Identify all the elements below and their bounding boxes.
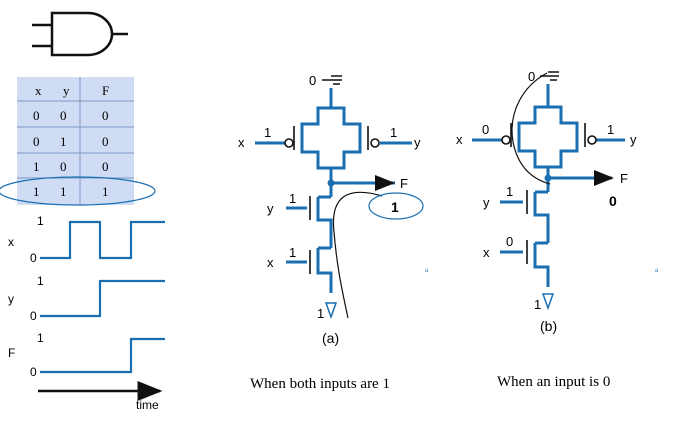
left-gate-label: x bbox=[456, 132, 463, 147]
stray-mark: a bbox=[655, 266, 659, 274]
table-cell: 1 bbox=[33, 159, 40, 174]
wave-y-low: 0 bbox=[30, 309, 37, 323]
ground-value: 1 bbox=[534, 297, 541, 312]
wave-x bbox=[40, 220, 165, 260]
table-cell: 0 bbox=[102, 108, 109, 123]
vdd-symbol bbox=[322, 75, 342, 85]
caption-a: When both inputs are 1 bbox=[250, 376, 390, 392]
table-cell: 0 bbox=[60, 108, 67, 123]
right-gate-value: 1 bbox=[390, 125, 397, 140]
ground-arrow bbox=[324, 302, 338, 320]
vdd-label: 0 bbox=[528, 69, 535, 84]
ground-value: 1 bbox=[317, 306, 324, 321]
nmos-top-value: 1 bbox=[506, 184, 513, 199]
and-gate-symbol bbox=[32, 11, 128, 57]
table-header-f: F bbox=[102, 83, 109, 98]
current-path bbox=[511, 72, 551, 185]
table-cell: 0 bbox=[33, 134, 40, 149]
nmos-top-label: y bbox=[483, 195, 490, 210]
nmos-top-value: 1 bbox=[289, 191, 296, 206]
table-cell: 0 bbox=[33, 108, 40, 123]
table-cell: 1 bbox=[60, 134, 67, 149]
wave-f bbox=[40, 337, 165, 374]
highlight-ellipse bbox=[0, 176, 156, 206]
nmos-bot-label: x bbox=[483, 245, 490, 260]
wave-f-low: 0 bbox=[30, 365, 37, 379]
ground-arrow bbox=[541, 293, 555, 311]
current-path bbox=[332, 191, 383, 319]
wave-x-name: x bbox=[8, 235, 14, 249]
caption-b: When an input is 0 bbox=[497, 374, 610, 390]
table-header-x: x bbox=[35, 83, 42, 98]
panel-label-b: (b) bbox=[540, 318, 557, 334]
nmos-bot-value: 1 bbox=[289, 245, 296, 260]
right-gate-label: y bbox=[414, 135, 421, 150]
wave-f-high: 1 bbox=[37, 331, 44, 345]
table-cell: 0 bbox=[102, 159, 109, 174]
right-gate-value: 1 bbox=[607, 122, 614, 137]
nmos-top-label: y bbox=[267, 201, 274, 216]
output-value: 1 bbox=[391, 199, 399, 215]
output-ellipse bbox=[368, 192, 424, 220]
wave-y-high: 1 bbox=[37, 274, 44, 288]
time-label: time bbox=[136, 398, 159, 412]
table-cell: 1 bbox=[33, 184, 40, 199]
table-cell: 1 bbox=[60, 184, 67, 199]
left-gate-label: x bbox=[238, 135, 245, 150]
wave-y bbox=[40, 279, 165, 318]
panel-label-a: (a) bbox=[322, 330, 339, 346]
vdd-label: 0 bbox=[309, 73, 316, 88]
wave-f-name: F bbox=[8, 346, 15, 360]
table-cell: 1 bbox=[102, 184, 109, 199]
wave-y-name: y bbox=[8, 292, 14, 306]
right-gate-label: y bbox=[630, 132, 637, 147]
truth-table: x y F 0 0 0 0 1 0 1 0 0 1 1 1 bbox=[0, 77, 156, 206]
table-cell: 0 bbox=[102, 134, 109, 149]
left-gate-value: 0 bbox=[482, 122, 489, 137]
nmos-bot-label: x bbox=[267, 255, 274, 270]
circuit-a: 0 F x bbox=[238, 73, 429, 392]
circuit-b: 0 F x bbox=[456, 69, 659, 390]
output-label: F bbox=[400, 176, 408, 191]
table-cell: 0 bbox=[60, 159, 67, 174]
output-label: F bbox=[620, 171, 628, 186]
stray-mark: a bbox=[425, 266, 429, 274]
table-header-y: y bbox=[63, 83, 70, 98]
nmos-bot-value: 0 bbox=[506, 234, 513, 249]
wave-x-high: 1 bbox=[37, 214, 44, 228]
output-value: 0 bbox=[609, 193, 617, 209]
wave-x-low: 0 bbox=[30, 251, 37, 265]
left-gate-value: 1 bbox=[264, 125, 271, 140]
timing-diagram: 1 x 0 1 y 0 1 F 0 time bbox=[8, 214, 165, 412]
